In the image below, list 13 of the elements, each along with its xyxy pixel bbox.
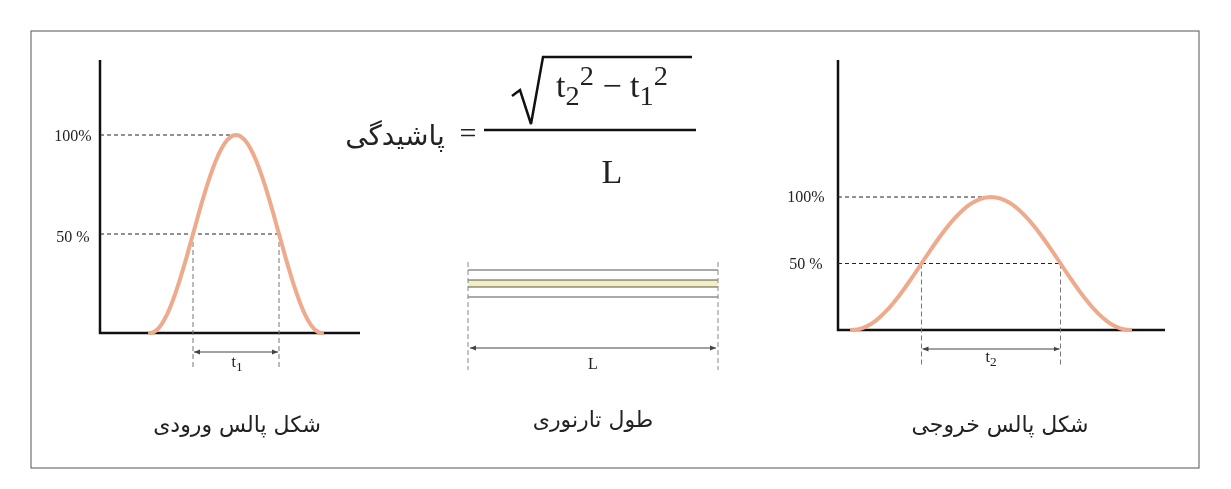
dimension-label: t$_{2}$ (985, 349, 997, 369)
figure-caption: شکل پالس خروجی (911, 414, 1089, 436)
axis-tick-label: 50 % (56, 229, 90, 245)
axis-tick-label: 100% (54, 128, 92, 144)
axis-tick-label: 100% (787, 189, 825, 205)
figure-caption: شکل پالس ورودی (153, 414, 321, 436)
axis-tick-label: 50 % (789, 256, 823, 272)
formula-label: پاشیدگی (345, 122, 445, 150)
dimension-label: t$_{1}$ (231, 354, 243, 374)
figure-caption: طول تارنوری (532, 409, 654, 431)
dimension-label: L (588, 356, 598, 372)
equals-sign: = (459, 118, 477, 148)
formula-denominator: L (601, 155, 623, 189)
